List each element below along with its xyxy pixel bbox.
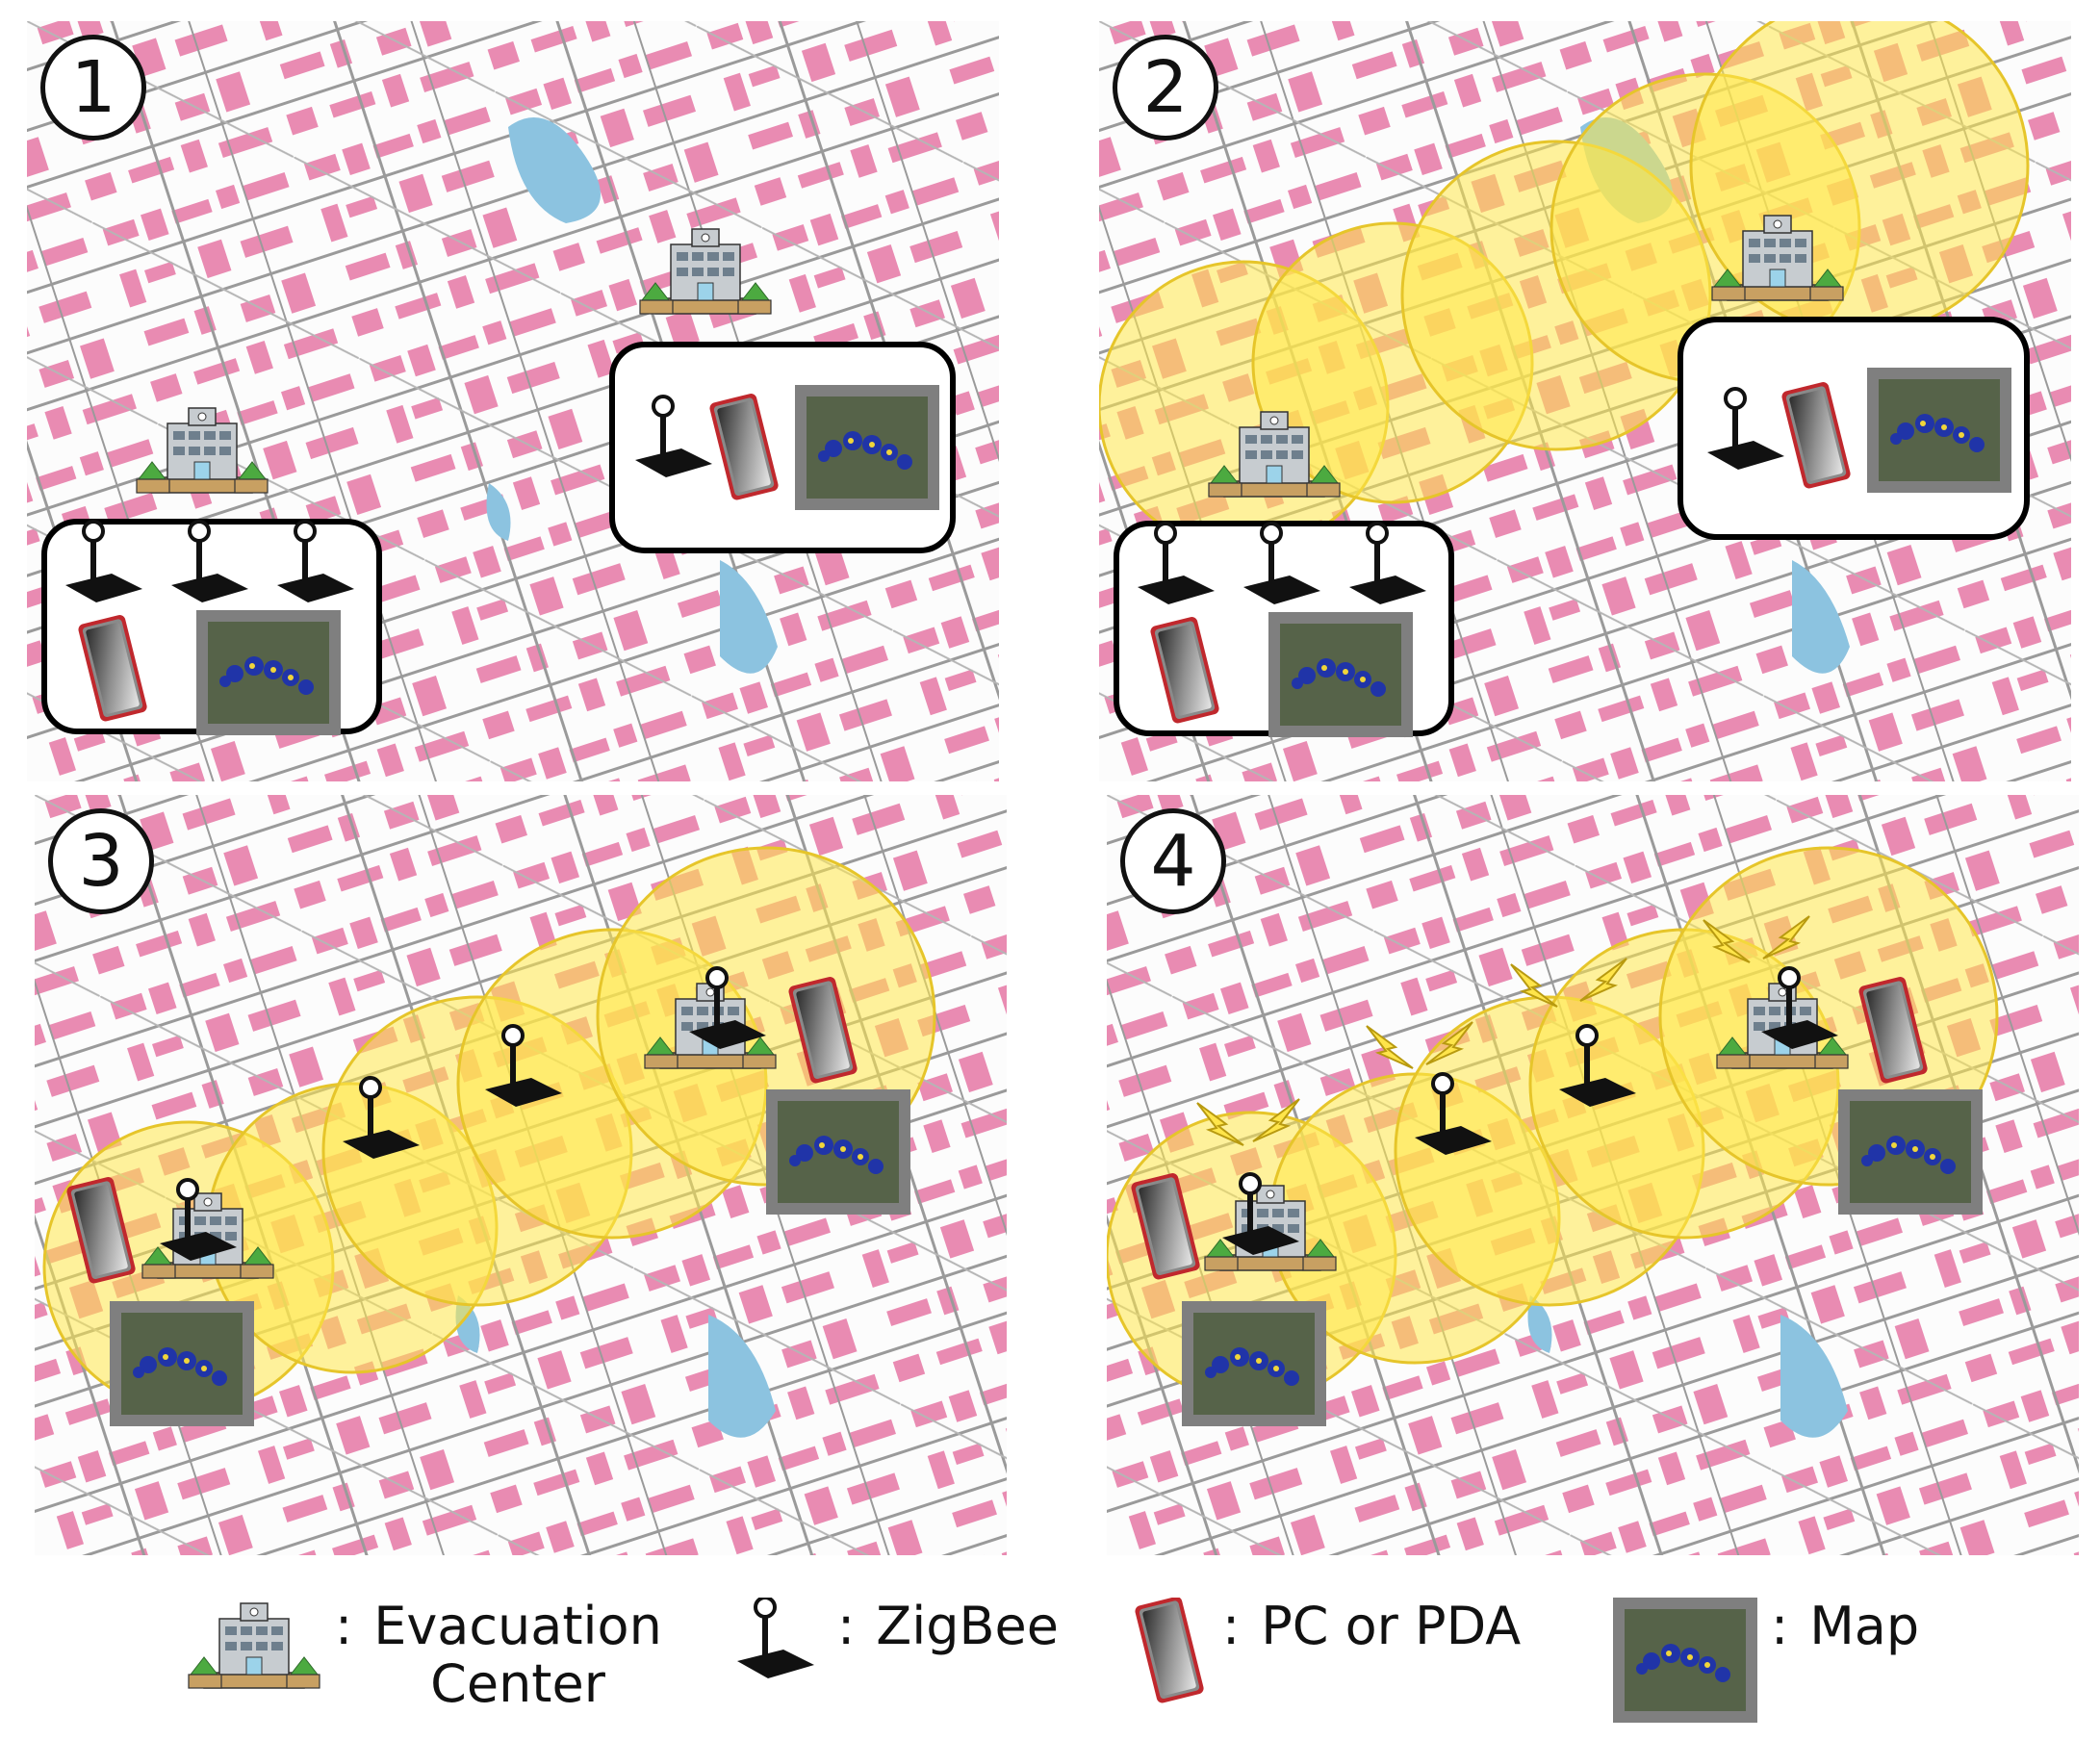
lightning-signal-icon [1425,1021,1473,1065]
panel-overlay [41,228,956,735]
lightning-signal-icon [1579,958,1627,1002]
building-icon [644,983,777,1069]
map-thumbnail-icon [196,610,341,735]
zigbee-antenna-icon [483,1024,564,1109]
panel-overlay [1114,215,2030,737]
legend-item-zigbee: : ZigBee [737,1598,1059,1684]
lightning-signal-icon [1196,1102,1244,1146]
zigbee-antenna-icon [341,1076,422,1161]
lightning-signal-icon [1252,1098,1300,1142]
pda-device-icon [1130,1171,1201,1281]
panel-3: 3 [35,795,1007,1555]
legend-label: PC or PDA [1261,1596,1522,1656]
panel-4: 4 [1107,795,2079,1555]
lightning-signal-icon [1703,919,1751,963]
lightning-signal-icon [1762,915,1810,960]
legend-label: ZigBee [876,1596,1059,1656]
legend: : Evacuation Center : ZigBee : PC or PDA… [0,1578,2100,1740]
map-thumbnail-icon [795,385,939,510]
legend-item-pc-or-pda: : PC or PDA [1132,1598,1521,1705]
pda-device-icon [65,1175,137,1285]
zigbee-antenna-icon [1557,1024,1638,1109]
step-number-badge: 1 [40,35,146,141]
legend-label: Map [1809,1596,1920,1656]
map-thumbnail-icon [766,1089,910,1215]
pda-device-icon [787,975,858,1085]
pond [508,117,601,223]
legend-colon: : [1222,1596,1241,1656]
building-icon [136,407,269,494]
legend-colon: : [1771,1596,1789,1656]
map-thumbnail-icon [1867,368,2011,493]
legend-label: Evacuation Center [373,1598,662,1713]
lightning-signal-icon [1510,963,1558,1008]
panel-overlay [65,966,910,1426]
legend-label-line: Center [430,1653,605,1714]
zigbee-antenna-icon [1413,1072,1494,1157]
building-icon [1716,983,1849,1069]
building-icon [188,1602,320,1689]
pda-device-icon [1857,975,1929,1085]
map-thumbnail-icon [1268,612,1413,737]
legend-colon: : [335,1596,353,1656]
building-icon [1208,411,1341,498]
map-thumbnail-icon [110,1301,254,1426]
panel-2: 2 [1099,21,2071,781]
zigbee-antenna-icon [737,1598,816,1680]
map-thumbnail-icon [1182,1301,1326,1426]
pond [720,560,778,674]
step-number-badge: 3 [48,808,154,914]
legend-item-map: : Map [1613,1598,1919,1723]
pda-device-icon [1134,1598,1205,1704]
building-icon [1711,215,1844,301]
building-icon [639,228,772,315]
panel-1: 1 [27,21,999,781]
map-thumbnail-icon [1838,1089,1983,1215]
legend-label-line: Evacuation [373,1596,662,1656]
step-number-badge: 4 [1120,808,1226,914]
lightning-signal-icon [1366,1025,1414,1069]
legend-item-evacuation-center: : Evacuation Center [187,1598,662,1713]
step-number-badge: 2 [1113,35,1218,141]
panel-overlay [1130,915,1983,1426]
pond [486,483,511,541]
map-thumbnail-icon [1613,1598,1757,1723]
coverage-areas [1099,21,2030,552]
legend-colon: : [837,1596,856,1656]
